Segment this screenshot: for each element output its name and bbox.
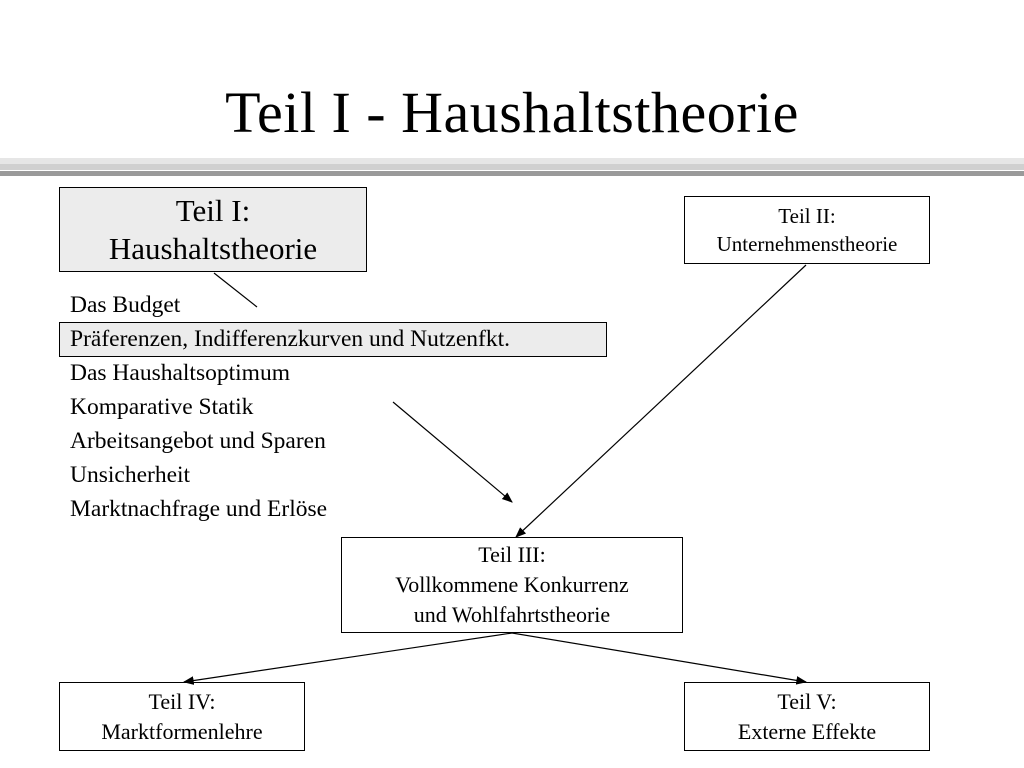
slide-title: Teil I - Haushaltstheorie (225, 80, 799, 145)
box-part-1-household-theory: Teil I: Haushaltstheorie (59, 187, 367, 272)
arrow-part2-to-part3 (515, 264, 807, 538)
box-part-3-subtitle: und Wohlfahrtstheorie (413, 602, 611, 627)
topic-item-highlighted: Präferenzen, Indifferenzkurven und Nutze… (70, 326, 510, 352)
box-part-4-market-forms: Teil IV: Marktformenlehre (59, 682, 305, 751)
arrow-part3-to-part5 (511, 632, 808, 685)
box-part-3-title: Vollkommene Konkurrenz (395, 572, 629, 597)
box-part-1-title: Haushaltstheorie (108, 230, 318, 266)
topic-item: Das Budget (70, 292, 181, 318)
box-part-5-title: Externe Effekte (737, 718, 877, 744)
topic-item: Arbeitsangebot und Sparen (70, 428, 326, 454)
box-part-3-perfect-competition: Teil III: Vollkommene Konkurrenz und Woh… (341, 537, 683, 633)
topic-item: Unsicherheit (70, 462, 191, 488)
box-part-4-label: Teil IV: (148, 688, 216, 714)
topic-item: Das Haushaltsoptimum (70, 360, 290, 386)
box-part-2-title: Unternehmenstheorie (716, 232, 898, 256)
box-part-1-label: Teil I: (175, 192, 251, 228)
topic-list: Das Budget Präferenzen, Indifferenzkurve… (70, 288, 510, 526)
box-part-4-title: Marktformenlehre (101, 718, 263, 744)
title-divider (0, 158, 1024, 176)
arrow-part3-to-part4 (182, 632, 513, 685)
box-part-3-label: Teil III: (478, 542, 546, 567)
topic-item: Komparative Statik (70, 394, 254, 420)
box-part-5-externalities: Teil V: Externe Effekte (684, 682, 930, 751)
box-part-2-firm-theory: Teil II: Unternehmenstheorie (684, 196, 930, 264)
box-part-5-label: Teil V: (777, 688, 837, 714)
topic-item: Marktnachfrage und Erlöse (70, 496, 328, 522)
box-part-2-label: Teil II: (778, 204, 836, 228)
